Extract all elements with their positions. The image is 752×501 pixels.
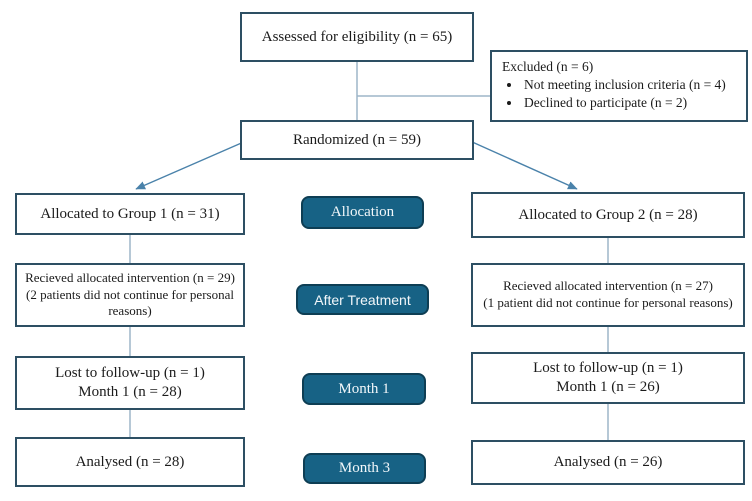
box-allocated-group2: Allocated to Group 2 (n = 28) xyxy=(471,192,745,238)
analysed-group1-text: Analysed (n = 28) xyxy=(75,453,185,470)
box-excluded: Excluded (n = 6) Not meeting inclusion c… xyxy=(490,50,748,122)
stage-badge-month1: Month 1 xyxy=(302,373,426,405)
arrow-randomized-group1 xyxy=(135,140,247,190)
arrow-randomized-group2 xyxy=(469,140,578,190)
excluded-title: Excluded (n = 6) xyxy=(502,59,594,75)
box-allocated-group1: Allocated to Group 1 (n = 31) xyxy=(15,193,245,235)
excluded-bullet-list: Not meeting inclusion criteria (n = 4) D… xyxy=(502,77,726,113)
box-received-group1: Recieved allocated intervention (n = 29)… xyxy=(15,263,245,327)
received-group2-line1: Recieved allocated intervention (n = 27) xyxy=(503,278,713,294)
randomized-text: Randomized (n = 59) xyxy=(292,131,421,148)
excluded-bullet-item: Declined to participate (n = 2) xyxy=(522,95,726,113)
excluded-bullet-item: Not meeting inclusion criteria (n = 4) xyxy=(522,77,726,95)
after-treatment-badge-label: After Treatment xyxy=(314,291,411,308)
month1-group2-line2: Month 1 (n = 26) xyxy=(556,379,660,395)
box-month1-group2: Lost to follow-up (n = 1) Month 1 (n = 2… xyxy=(471,352,745,404)
box-analysed-group2: Analysed (n = 26) xyxy=(471,440,745,485)
allocated-group2-text: Allocated to Group 2 (n = 28) xyxy=(518,206,698,223)
received-group2-line2: (1 patient did not continue for personal… xyxy=(483,295,733,310)
month1-group1-line1: Lost to follow-up (n = 1) xyxy=(55,365,205,382)
stage-badge-month3: Month 3 xyxy=(303,453,426,484)
received-group1-line1: Recieved allocated intervention (n = 29) xyxy=(25,269,235,285)
month1-group1-line2: Month 1 (n = 28) xyxy=(78,384,182,400)
assessed-text: Assessed for eligibility (n = 65) xyxy=(261,28,453,45)
month1-group2-line1: Lost to follow-up (n = 1) xyxy=(533,360,683,377)
stage-badge-allocation: Allocation xyxy=(301,196,424,229)
box-assessed-eligibility: Assessed for eligibility (n = 65) xyxy=(240,12,474,62)
box-month1-group1: Lost to follow-up (n = 1) Month 1 (n = 2… xyxy=(15,356,245,410)
month3-badge-label: Month 3 xyxy=(338,460,391,476)
month1-badge-label: Month 1 xyxy=(338,380,390,397)
box-received-group2: Recieved allocated intervention (n = 27)… xyxy=(471,263,745,327)
allocation-badge-label: Allocation xyxy=(330,204,395,220)
box-randomized: Randomized (n = 59) xyxy=(240,120,474,160)
analysed-group2-text: Analysed (n = 26) xyxy=(553,454,663,471)
allocated-group1-text: Allocated to Group 1 (n = 31) xyxy=(40,205,220,222)
stage-badge-after-treatment: After Treatment xyxy=(296,284,429,315)
received-group1-line2: (2 patients did not continue for persona… xyxy=(26,286,234,319)
box-analysed-group1: Analysed (n = 28) xyxy=(15,437,245,487)
